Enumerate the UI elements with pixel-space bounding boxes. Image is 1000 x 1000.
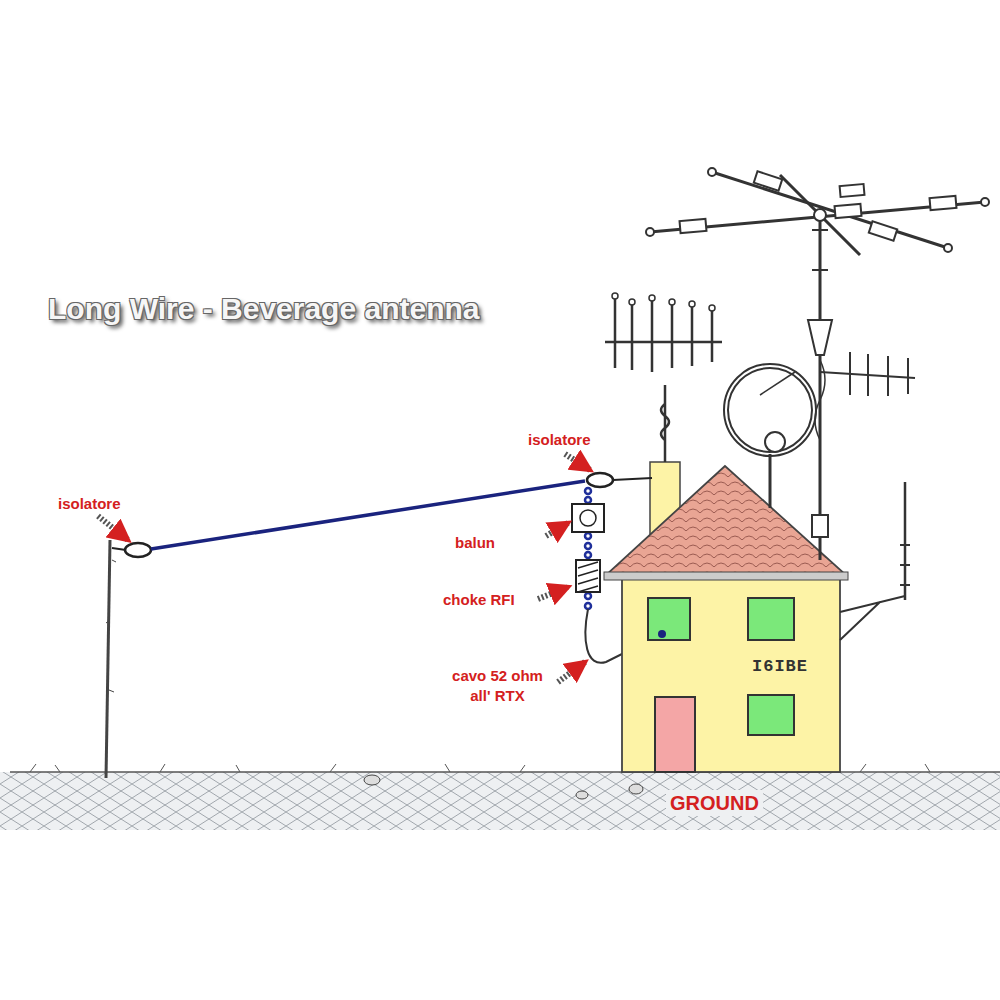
cable-label: cavo 52 ohm all' RTX	[440, 666, 555, 705]
yagi-antenna	[820, 352, 915, 396]
title: Long Wire - Beverage antenna	[48, 292, 479, 326]
insulator-label: isolatore	[58, 494, 121, 514]
callsign: I6IBE	[752, 656, 808, 678]
insulator	[125, 543, 151, 557]
vertical-antenna	[840, 482, 910, 640]
choke-coil	[576, 560, 600, 592]
balun-label: balun	[455, 533, 495, 553]
insulator-label: isolatore	[528, 430, 591, 450]
long-wire	[151, 481, 585, 549]
house	[622, 572, 840, 772]
roof	[606, 466, 846, 575]
callout-arrow	[98, 454, 590, 682]
insulator	[587, 473, 613, 487]
ground-label: GROUND	[666, 790, 763, 816]
window	[748, 695, 794, 735]
choke-label: choke RFI	[443, 590, 515, 610]
beam-antenna	[650, 172, 985, 255]
balun-box	[572, 504, 604, 532]
window	[748, 598, 794, 640]
loop-antenna	[726, 366, 814, 508]
mast	[808, 220, 832, 560]
door	[655, 697, 695, 772]
window	[648, 598, 690, 640]
ground-band	[0, 772, 1000, 830]
yagi-antenna	[605, 298, 722, 462]
pole	[106, 540, 110, 778]
